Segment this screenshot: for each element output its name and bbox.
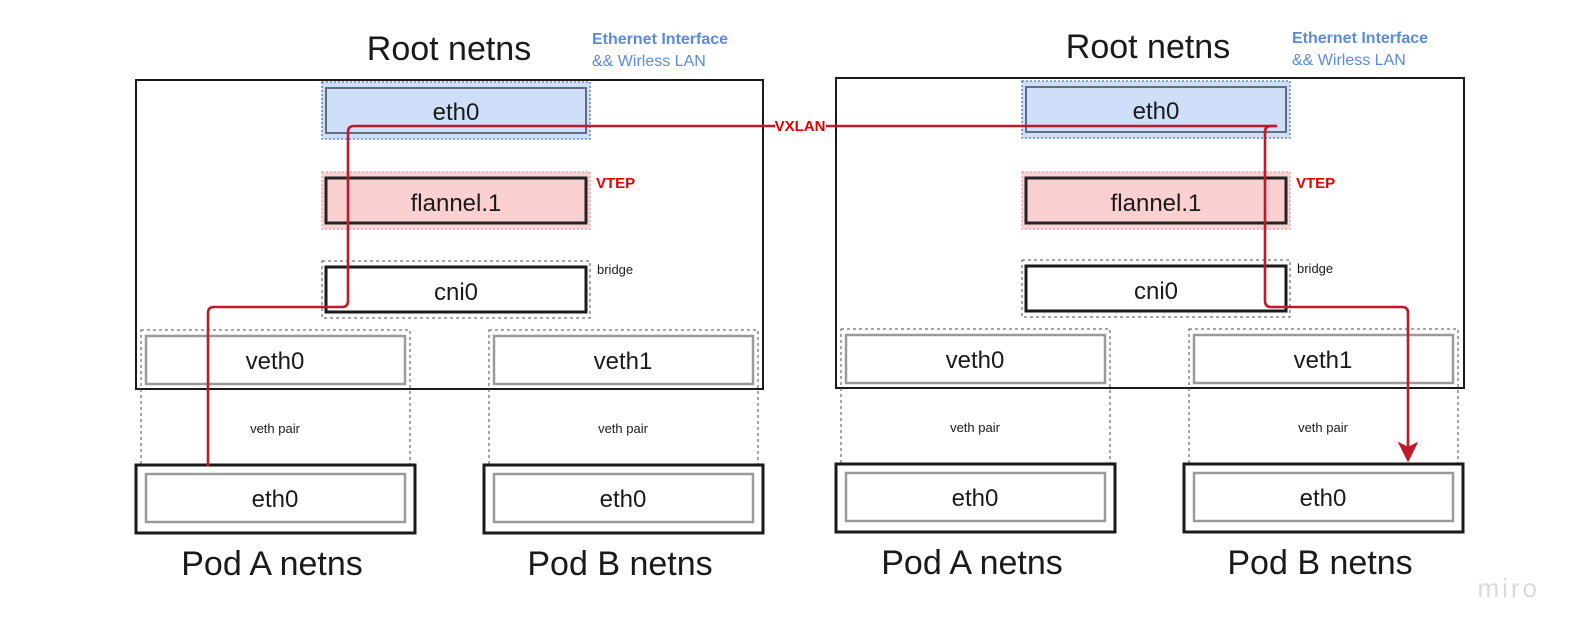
ethernet-annotation-right-line1: Ethernet Interface (1292, 30, 1428, 47)
eth0-label-left: eth0 (433, 99, 480, 126)
ethernet-annotation-right-line2: && Wirless LAN (1292, 52, 1406, 69)
cni0-box-right[interactable] (1024, 264, 1288, 313)
flow-segment-right (1263, 124, 1419, 463)
pod-eth0-box-left-a[interactable] (144, 472, 407, 524)
veth1-label-left-b: veth1 (594, 348, 653, 375)
veth-pair-label-left-a: veth pair (250, 421, 301, 436)
vxlan-label: VXLAN (775, 118, 826, 135)
veth1-box-right-b[interactable] (1192, 333, 1455, 385)
vtep-label-left: VTEP (596, 175, 635, 192)
pod-eth0-label-left-a: eth0 (252, 486, 299, 513)
pod-title-left-b: Pod B netns (527, 545, 712, 583)
pod-eth0-label-right-a: eth0 (952, 485, 999, 512)
packet-flow-path (206, 124, 1419, 466)
veth0-label-left-a: veth0 (246, 348, 305, 375)
veth0-box-left-a[interactable] (144, 334, 407, 386)
pod-title-right-b: Pod B netns (1227, 544, 1412, 582)
flannel-box-left[interactable] (324, 176, 588, 225)
flannel-label-left: flannel.1 (411, 190, 502, 217)
pod-eth0-box-right-b[interactable] (1192, 471, 1455, 523)
cni0-box-left[interactable] (324, 265, 588, 314)
vtep-label-right: VTEP (1296, 175, 1335, 192)
veth-pair-label-right-a: veth pair (950, 420, 1001, 435)
pod-eth0-box-left-b[interactable] (492, 472, 755, 524)
miro-watermark: miro (1477, 573, 1540, 603)
pod-title-left-a: Pod A netns (181, 545, 363, 583)
pod-eth0-label-right-b: eth0 (1300, 485, 1347, 512)
veth-pair-container-right-b (1188, 328, 1459, 530)
eth0-box-right[interactable] (1025, 86, 1287, 133)
flannel-box-right[interactable] (1024, 176, 1288, 225)
pod-eth0-box-right-a[interactable] (844, 471, 1107, 523)
veth1-label-right-b: veth1 (1294, 347, 1353, 374)
veth-pair-container-left-b (488, 329, 759, 531)
cni0-dashed-container-left (321, 260, 591, 319)
cni0-dashed-container-right (1021, 259, 1291, 318)
host-left-group: Root netns Ethernet Interface && Wirless… (134, 30, 765, 583)
cni0-label-right: cni0 (1134, 278, 1178, 305)
veth-pair-label-right-b: veth pair (1298, 420, 1349, 435)
host-right-group: Root netns Ethernet Interface && Wirless… (834, 28, 1465, 582)
eth0-label-right: eth0 (1133, 98, 1180, 125)
root-netns-title-right: Root netns (1066, 28, 1230, 66)
bridge-label-left: bridge (597, 262, 633, 277)
flannel-label-right: flannel.1 (1111, 190, 1202, 217)
veth0-label-right-a: veth0 (946, 347, 1005, 374)
flow-segment-left (206, 124, 775, 466)
veth-pair-container-right-a (840, 328, 1111, 530)
pod-title-right-a: Pod A netns (881, 544, 1063, 582)
veth-pair-container-left-a (140, 329, 411, 531)
veth-pair-label-left-b: veth pair (598, 421, 649, 436)
veth1-box-left-b[interactable] (492, 334, 755, 386)
cni0-label-left: cni0 (434, 279, 478, 306)
bridge-label-right: bridge (1297, 261, 1333, 276)
veth0-box-right-a[interactable] (844, 333, 1107, 385)
ethernet-annotation-left-line2: && Wirless LAN (592, 53, 706, 70)
pod-eth0-label-left-b: eth0 (600, 486, 647, 513)
root-netns-title-left: Root netns (367, 30, 531, 68)
ethernet-annotation-left-line1: Ethernet Interface (592, 31, 728, 48)
